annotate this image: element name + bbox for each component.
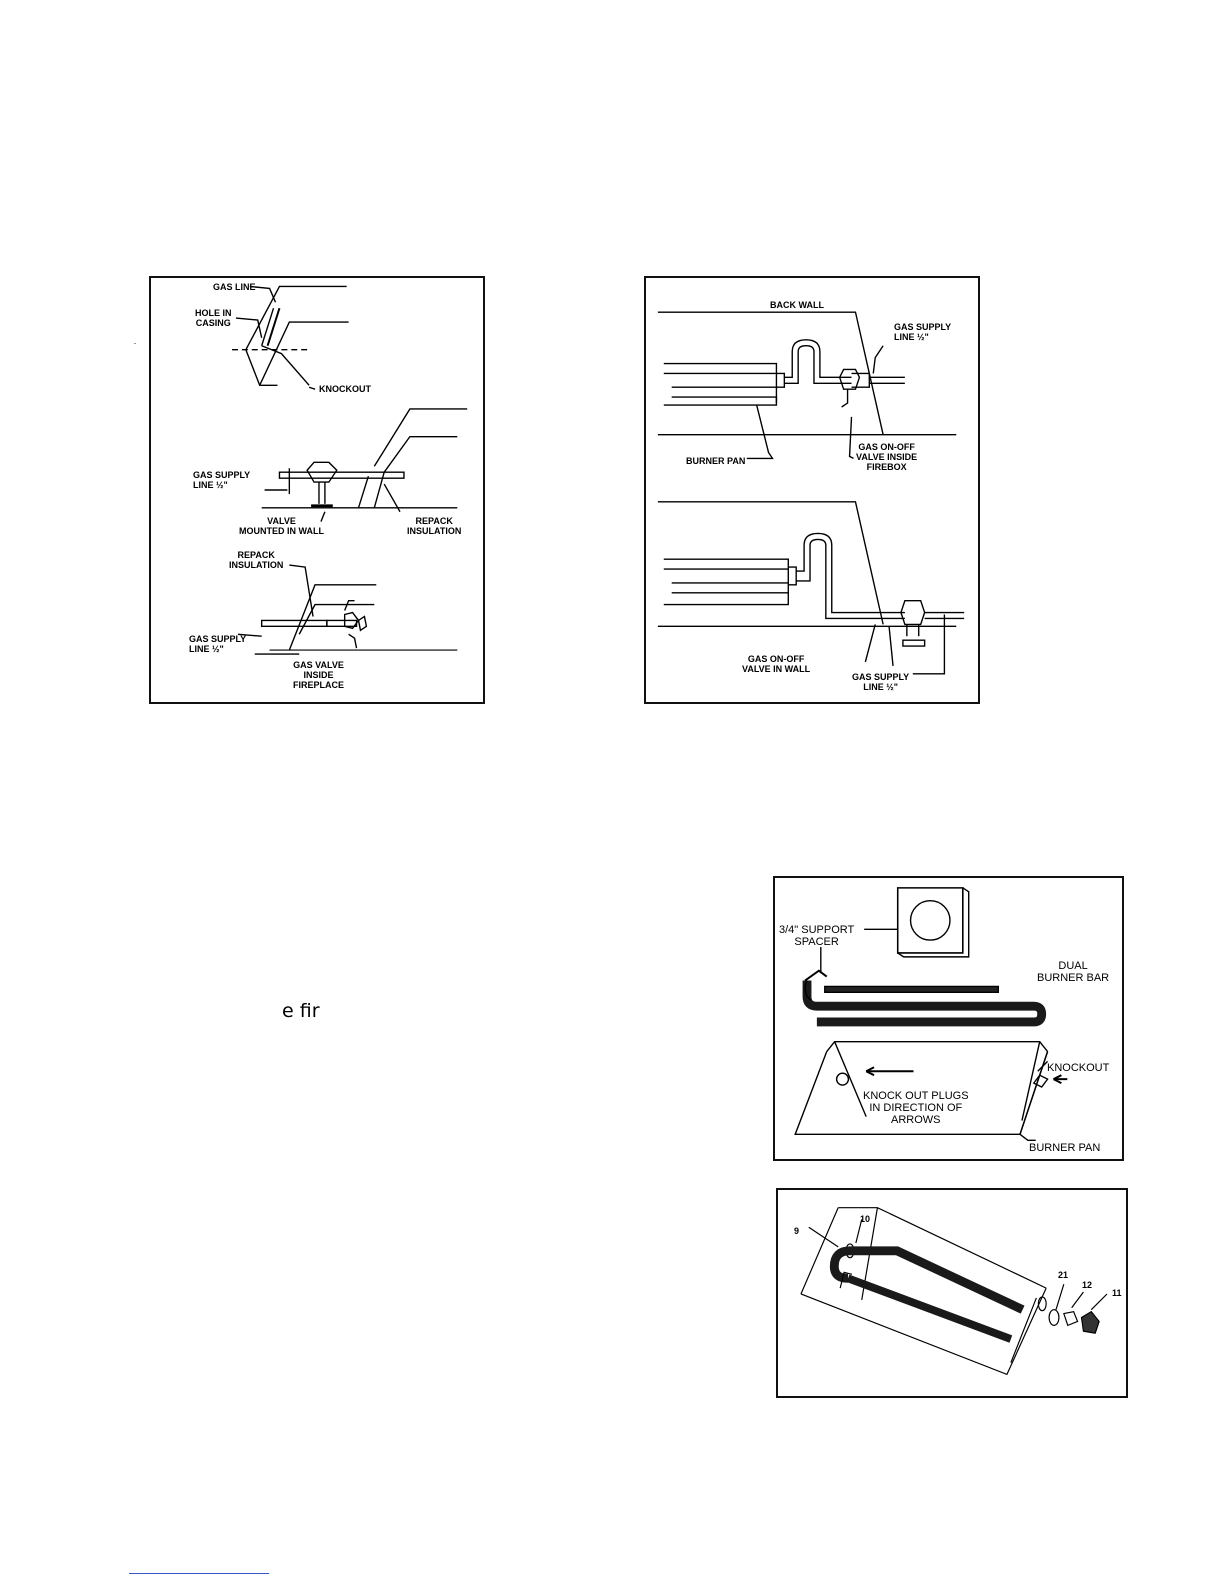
footer-link-underline[interactable] (129, 1573, 269, 1574)
part-number-11: 11 (1112, 1288, 1122, 1298)
figure-gas-line-through-casing: GAS LINE HOLE IN CASING KNOCKOUT GAS SUP… (149, 276, 485, 704)
label-repack-insulation-middle: REPACK INSULATION (407, 516, 462, 536)
margin-mark (134, 343, 136, 344)
label-burner-pan: BURNER PAN (686, 456, 746, 466)
part-number-9: 9 (794, 1226, 800, 1236)
part-number-12: 12 (1082, 1280, 1093, 1290)
label-valve-mounted-in-wall: VALVE MOUNTED IN WALL (239, 516, 324, 536)
part-number-21: 21 (1058, 1270, 1069, 1280)
label-repack-insulation-bottom: REPACK INSULATION (229, 550, 284, 570)
figure-burner-assembly-parts: 9 10 21 12 11 (776, 1188, 1128, 1398)
label-gas-valve-inside-fireplace: GAS VALVE INSIDE FIREPLACE (293, 660, 345, 690)
label-knock-out-plugs: KNOCK OUT PLUGS IN DIRECTION OF ARROWS (863, 1090, 969, 1126)
label-gas-onoff-valve-wall: GAS ON-OFF VALVE IN WALL (742, 654, 811, 674)
label-knockout: KNOCKOUT (1047, 1062, 1110, 1074)
label-gas-supply-line-top: GAS SUPPLY LINE ½" (894, 322, 952, 342)
label-burner-pan: BURNER PAN (1029, 1142, 1101, 1154)
text-fragment: e fir (282, 1000, 320, 1022)
label-gas-supply-line-bottom: GAS SUPPLY LINE ½" (852, 672, 910, 692)
figure-2-drawing (657, 311, 965, 675)
figure-1-drawing (232, 285, 468, 655)
label-gas-supply-line-middle: GAS SUPPLY LINE ½" (193, 470, 251, 490)
label-support-spacer: 3/4" SUPPORT SPACER (779, 924, 855, 948)
label-hole-in-casing: HOLE IN CASING (195, 308, 232, 328)
label-gas-line: GAS LINE (213, 282, 256, 292)
label-gas-onoff-valve-firebox: GAS ON-OFF VALVE INSIDE FIREBOX (856, 442, 918, 472)
figure-gas-valve-firebox: BACK WALL GAS SUPPLY LINE ½" BURNER PAN … (644, 276, 980, 704)
label-back-wall: BACK WALL (770, 300, 824, 310)
part-number-10: 10 (860, 1214, 871, 1224)
figure-dual-burner-bar: 3/4" SUPPORT SPACER DUAL BURNER BAR KNOC… (773, 876, 1124, 1161)
label-gas-supply-line-bottom: GAS SUPPLY LINE ½" (189, 634, 247, 654)
label-knockout: KNOCKOUT (319, 384, 371, 394)
label-dual-burner-bar: DUAL BURNER BAR (1037, 960, 1110, 984)
figure-3-drawing (794, 887, 1068, 1141)
figure-4-drawing (800, 1207, 1108, 1376)
